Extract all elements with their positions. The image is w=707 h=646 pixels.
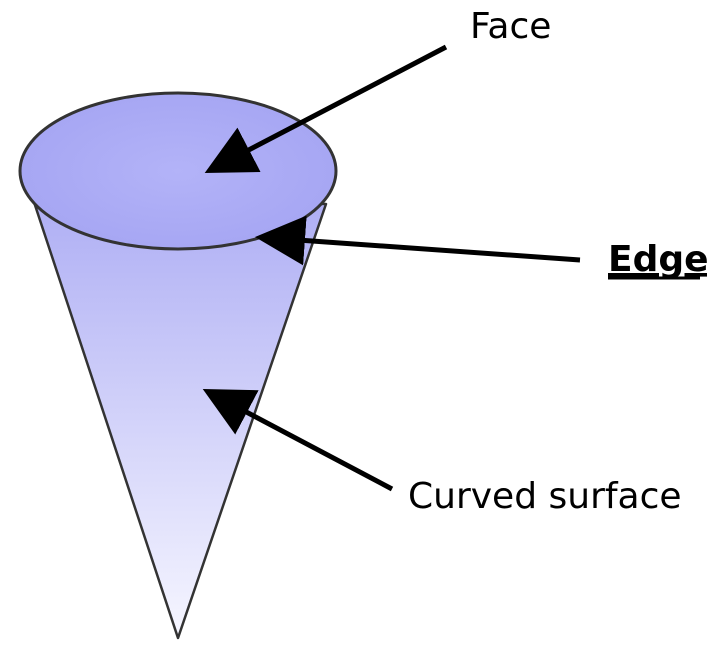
face-label: Face — [470, 6, 551, 47]
cone-top-face — [18, 91, 338, 251]
edge-label: Edge — [608, 239, 707, 280]
curved-surface-arrow — [202, 388, 394, 492]
curved-surface-label: Curved surface — [408, 476, 682, 517]
face-arrow — [204, 44, 448, 173]
edge-arrow — [255, 215, 581, 266]
cone-curved-surface — [30, 194, 328, 640]
